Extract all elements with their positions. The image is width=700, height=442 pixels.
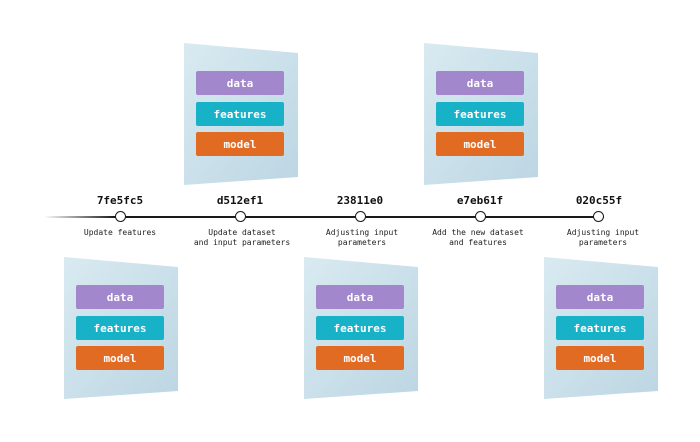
commit-hash-4: e7eb61f [456, 194, 504, 207]
model-block: model [196, 132, 284, 156]
commit-hash-5: 020c55f [575, 194, 623, 207]
features-block: features [436, 102, 524, 126]
snapshot-card-commit-4: data features model [422, 43, 538, 185]
commit-hash-2: d512ef1 [216, 194, 264, 207]
commit-message-1: Update features [83, 228, 157, 237]
commit-node-4[interactable] [475, 211, 486, 222]
model-block: model [436, 132, 524, 156]
data-block: data [196, 71, 284, 95]
data-block: data [436, 71, 524, 95]
snapshot-card-commit-5: data features model [542, 257, 658, 399]
features-block: features [196, 102, 284, 126]
model-block: model [556, 346, 644, 370]
commit-node-1[interactable] [115, 211, 126, 222]
commit-hash-1: 7fe5fc5 [96, 194, 144, 207]
data-block: data [556, 285, 644, 309]
model-block: model [316, 346, 404, 370]
snapshot-card-commit-2: data features model [182, 43, 298, 185]
commit-node-3[interactable] [355, 211, 366, 222]
commit-hash-3: 23811e0 [336, 194, 384, 207]
features-block: features [316, 316, 404, 340]
snapshot-card-commit-3: data features model [302, 257, 418, 399]
snapshot-card-commit-1: data features model [62, 257, 178, 399]
data-block: data [76, 285, 164, 309]
features-block: features [556, 316, 644, 340]
features-block: features [76, 316, 164, 340]
commit-node-5[interactable] [593, 211, 604, 222]
data-block: data [316, 285, 404, 309]
commit-node-2[interactable] [235, 211, 246, 222]
timeline-line [44, 216, 604, 218]
model-block: model [76, 346, 164, 370]
